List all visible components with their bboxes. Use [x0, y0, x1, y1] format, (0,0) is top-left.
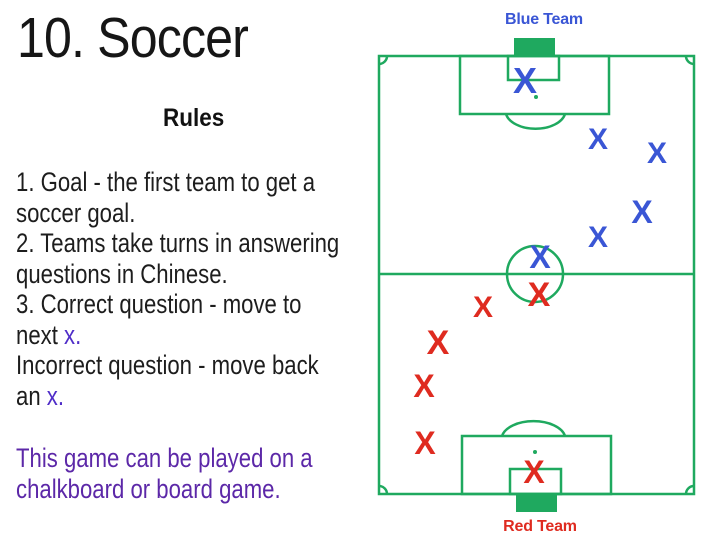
rule-text: an [16, 380, 47, 411]
rule-line: 1. Goal - the first team to get a [16, 167, 339, 198]
red-team-marker: X [472, 291, 494, 324]
rule-text: 1. Goal - the first team to get a [16, 167, 316, 197]
rule-text: 3. Correct question - move to [16, 289, 302, 319]
blue-team-marker: X [529, 239, 551, 275]
accent-x: x. [46, 380, 65, 411]
red-team-label: Red Team [503, 518, 577, 535]
slide-title: 10. Soccer [17, 6, 249, 70]
red-team-marker: X [527, 276, 551, 314]
bottom-penalty-spot [533, 450, 537, 454]
rule-line: an x. [16, 381, 339, 412]
note-line: This game can be played on a [16, 443, 313, 473]
rules-heading: Rules [163, 104, 225, 132]
corner-arc-bottom-right [684, 484, 695, 495]
rule-text: 2. Teams take turns in answering [16, 228, 340, 258]
rule-line: Incorrect question - move back [16, 350, 339, 381]
blue-team-marker: X [587, 123, 609, 156]
rule-line: questions in Chinese. [16, 259, 339, 290]
blue-team-marker: X [631, 194, 653, 230]
blue-team-marker: X [512, 60, 538, 101]
red-team-marker: X [413, 368, 435, 404]
blue-team-marker: X [646, 137, 668, 170]
rule-line: next x. [16, 320, 339, 351]
rule-text: soccer goal. [16, 197, 136, 228]
note-line: chalkboard or board game. [16, 473, 281, 504]
rule-line: 2. Teams take turns in answering [16, 228, 339, 259]
corner-arc-bottom-left [378, 484, 389, 495]
accent-x: x. [64, 319, 82, 350]
blue-team-marker: X [587, 221, 609, 254]
red-team-marker: X [414, 425, 436, 461]
rule-text: Incorrect question - move back [16, 350, 319, 380]
blue-team-label: Blue Team [505, 11, 583, 28]
bottom-penalty-arc [500, 419, 567, 437]
center-circle [505, 244, 565, 304]
rule-line: soccer goal. [16, 198, 339, 229]
rule-line: 3. Correct question - move to [16, 289, 339, 320]
corner-arc-top-right [684, 55, 695, 66]
red-team-marker: X [523, 454, 545, 490]
rule-text: next [16, 319, 65, 350]
top-penalty-spot [534, 95, 538, 99]
red-team-marker: X [426, 324, 450, 362]
top-penalty-arc [504, 113, 567, 130]
red-goal [516, 494, 557, 512]
corner-arc-top-left [378, 55, 389, 66]
blue-goal [514, 38, 555, 56]
rule-text: questions in Chinese. [16, 258, 228, 289]
